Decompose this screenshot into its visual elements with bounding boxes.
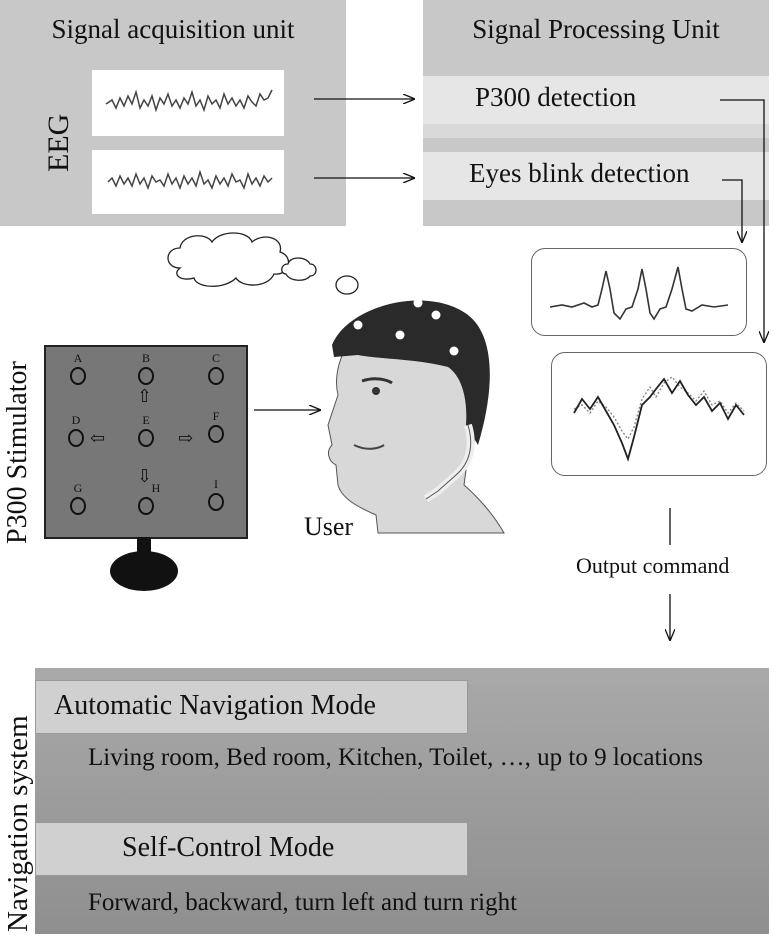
arrow-left-icon: ⇦ [90, 428, 106, 448]
thought-cloud-icon [167, 232, 359, 295]
stimulus-circle-icon [70, 497, 86, 515]
self-control-mode-title: Self-Control Mode [122, 832, 335, 863]
arrow-right-icon: ⇨ [178, 428, 194, 448]
stimulus-cell-b: B [126, 351, 166, 397]
blink-detection-box: Eyes blink detection [423, 152, 769, 200]
cell-letter-d: D [71, 413, 81, 427]
stimulus-cell-c: C [196, 351, 236, 397]
cell-letter-a: A [73, 351, 83, 365]
user-with-eeg-cap-icon [327, 298, 505, 534]
automatic-navigation-mode-title: Automatic Navigation Mode [54, 690, 376, 721]
blink-detection-label: Eyes blink detection [469, 158, 690, 188]
stimulus-cell-g: G [58, 481, 98, 527]
user-label: User [304, 512, 354, 541]
arrow-down-icon: ⇩ [137, 466, 153, 486]
arrow-up-icon: ⇧ [137, 386, 153, 406]
erp-waveform-card [551, 352, 767, 476]
p300-detection-label: P300 detection [475, 82, 637, 112]
cell-letter-b: B [141, 351, 150, 365]
stimulus-cell-e: E [126, 413, 166, 459]
stimulus-cell-d: D [56, 413, 96, 459]
eeg-signal-box-2 [92, 150, 284, 214]
signal-processing-title: Signal Processing Unit [472, 14, 720, 44]
p300-stimulator-screen: A B C D E F G H I ⇧ ⇦ ⇨ ⇩ [44, 345, 248, 539]
eeg-wave-2 [107, 169, 273, 191]
stimulus-cell-a: A [58, 351, 98, 397]
stimulus-cell-f: F [196, 409, 236, 455]
stimulus-circle-icon [138, 367, 154, 385]
eeg-signal-box-1 [92, 70, 284, 136]
p300-detection-box: P300 detection [423, 76, 769, 124]
cell-letter-f: F [212, 409, 220, 423]
self-control-mode-box: Self-Control Mode [35, 822, 468, 876]
eeg-label: EEG [42, 113, 75, 172]
self-control-mode-description: Forward, backward, turn left and turn ri… [88, 889, 518, 916]
stimulus-cell-h: H [126, 481, 166, 527]
eeg-wave-1 [105, 89, 273, 113]
monitor-stand-icon [110, 537, 178, 591]
stimulus-circle-icon [70, 367, 86, 385]
signal-acquisition-title: Signal acquisition unit [51, 14, 295, 44]
automatic-navigation-mode-description: Living room, Bed room, Kitchen, Toilet, … [88, 744, 704, 771]
blink-waveform [549, 266, 729, 321]
cell-letter-c: C [211, 351, 220, 365]
cell-letter-g: G [73, 481, 83, 495]
automatic-navigation-mode-box: Automatic Navigation Mode [35, 680, 468, 734]
navigation-system-label: Navigation system [2, 715, 34, 932]
stimulus-circle-icon [208, 367, 224, 385]
cell-letter-i: I [214, 477, 218, 491]
stimulus-circle-icon [208, 493, 224, 511]
blink-waveform-card [531, 248, 747, 336]
output-command-label: Output command [576, 553, 730, 578]
stimulus-circle-icon [68, 429, 84, 447]
stimulus-circle-icon [138, 497, 154, 515]
stimulus-circle-icon [208, 425, 224, 443]
stimulus-circle-icon [138, 429, 154, 447]
erp-waveform [573, 376, 745, 462]
p300-stimulator-label: P300 Stimulator [2, 361, 33, 544]
cell-letter-e: E [142, 413, 150, 427]
processing-divider-stripe [423, 124, 769, 138]
stimulus-cell-i: I [196, 477, 236, 523]
cell-letter-h: H [151, 481, 161, 495]
